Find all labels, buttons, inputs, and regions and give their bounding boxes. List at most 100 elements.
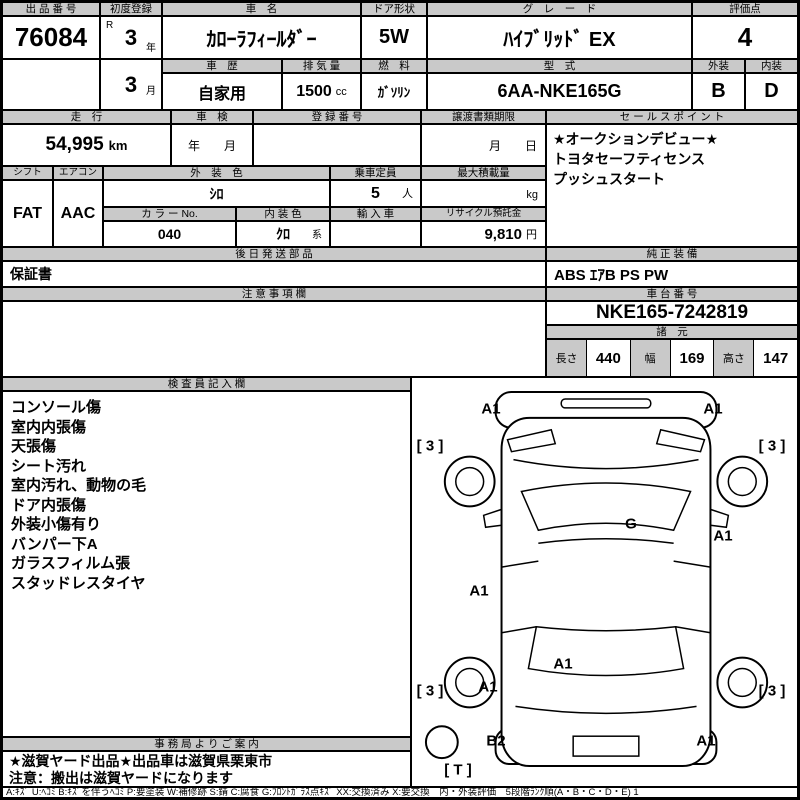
transfer-deadline-label: 譲渡書類期限 bbox=[421, 110, 546, 124]
auction-number-label: 出 品 番 号 bbox=[2, 2, 100, 16]
exterior-grade-value: B bbox=[692, 73, 745, 110]
later-parts-value: 保証書 bbox=[2, 261, 546, 287]
max-load-value-cell: kg bbox=[421, 180, 546, 207]
chassis-number-value: NKE165-7242819 bbox=[546, 301, 798, 325]
max-load-label: 最大積載量 bbox=[421, 166, 546, 180]
mileage-value: 54,995 bbox=[45, 134, 104, 155]
interior-color-value-cell: ｸﾛ 系 bbox=[236, 221, 330, 247]
caution-label: 注 意 事 項 欄 bbox=[2, 287, 546, 301]
damage-marker: B2 bbox=[486, 732, 506, 750]
sales-points-label: セ ー ル ス ポ イ ン ト bbox=[546, 110, 798, 124]
damage-marker: A1 bbox=[469, 582, 489, 600]
height-label: 高さ bbox=[714, 340, 755, 376]
damage-marker: [ 3 ] bbox=[758, 682, 786, 700]
model-code-value: 6AA-NKE165G bbox=[427, 73, 692, 110]
office-notice-label: 事 務 局 よ り ご 案 内 bbox=[2, 737, 411, 751]
mileage-label: 走 行 bbox=[2, 110, 171, 124]
evaluation-score-value: 4 bbox=[692, 16, 798, 59]
sales-point-line: ★オークションデビュー★ bbox=[553, 131, 719, 147]
door-shape-value: 5W bbox=[361, 16, 427, 59]
interior-grade-value: D bbox=[745, 73, 798, 110]
damage-marker: [ 3 ] bbox=[758, 437, 786, 455]
dimensions-label: 諸 元 bbox=[546, 325, 798, 339]
fuel-value: ｶﾞｿﾘﾝ bbox=[361, 73, 427, 110]
grade-label: グ レ ー ド bbox=[427, 2, 692, 16]
damage-marker: A1 bbox=[478, 678, 498, 696]
damage-marker: A1 bbox=[713, 527, 733, 545]
right-door-line-1 bbox=[673, 560, 711, 568]
first-registration-label: 初度登録 bbox=[100, 2, 162, 16]
inspector-notes-label: 検 査 員 記 入 欄 bbox=[2, 377, 411, 391]
left-headlight bbox=[506, 428, 557, 453]
sales-point-line: プッシュスタート bbox=[553, 171, 665, 187]
damage-marker: G bbox=[625, 515, 637, 533]
inspector-note-line: バンパー下A bbox=[11, 535, 98, 553]
dimensions-row: 長さ 440 幅 169 高さ 147 bbox=[546, 339, 798, 377]
inspector-note-line: シート汚れ bbox=[11, 457, 87, 475]
aircon-label: エアコン bbox=[53, 166, 103, 180]
damage-marker: A1 bbox=[703, 400, 723, 418]
hood-line bbox=[513, 458, 699, 470]
exterior-color-label: 外 装 色 bbox=[103, 166, 330, 180]
first-registration-month: 3 bbox=[124, 71, 138, 97]
import-car-label: 輸 入 車 bbox=[330, 207, 421, 221]
car-body bbox=[500, 416, 712, 768]
max-load-unit: kg bbox=[526, 189, 538, 201]
windshield bbox=[520, 482, 692, 532]
damage-marker: [ T ] bbox=[444, 761, 472, 779]
inspection-value: 年 月 bbox=[171, 124, 253, 166]
shift-label: シフト bbox=[2, 166, 53, 180]
inspection-label: 車 検 bbox=[171, 110, 253, 124]
office-notice-content: ★滋賀ヤード出品★出品車は滋賀県栗東市 注意：搬出は滋賀ヤードになります bbox=[2, 751, 411, 787]
car-name-label: 車 名 bbox=[162, 2, 361, 16]
year-unit: 年 bbox=[146, 43, 156, 54]
width-value: 169 bbox=[671, 340, 715, 376]
exterior-grade-label: 外装 bbox=[692, 59, 745, 73]
roof-front-line bbox=[538, 537, 674, 544]
right-headlight bbox=[655, 428, 706, 453]
inspector-note-line: コンソール傷 bbox=[11, 399, 102, 416]
interior-grade-label: 内装 bbox=[745, 59, 798, 73]
recycle-deposit-value: 9,810 bbox=[484, 225, 522, 243]
legend-bar: A:ｷｽﾞ U:ﾍｺﾐ B:ｷｽﾞを伴うﾍｺﾐ P:要塗装 W:補修跡 S:錆 … bbox=[2, 787, 798, 798]
car-name-value: ｶﾛｰﾗﾌｨｰﾙﾀﾞｰ bbox=[162, 16, 361, 59]
car-history-value: 自家用 bbox=[162, 73, 282, 110]
grade-value: ﾊｲﾌﾞﾘｯﾄﾞ EX bbox=[427, 16, 692, 59]
displacement-unit: cc bbox=[335, 85, 347, 98]
damage-marker: A1 bbox=[481, 400, 501, 418]
shift-value: FAT bbox=[2, 180, 53, 247]
era-letter: R bbox=[106, 20, 114, 31]
recycle-deposit-value-cell: 9,810 円 bbox=[421, 221, 546, 247]
right-door-line-2 bbox=[675, 626, 711, 634]
mileage-value-cell: 54,995 km bbox=[2, 124, 171, 166]
inspector-note-line: スタッドレスタイヤ bbox=[11, 574, 146, 592]
color-number-value: 040 bbox=[103, 221, 236, 247]
color-number-label: カ ラ ー No. bbox=[103, 207, 236, 221]
sales-point-line: トヨタセーフティセンス bbox=[553, 151, 706, 167]
inspector-note-line: 室内内張傷 bbox=[11, 418, 87, 436]
interior-color-suffix: 系 bbox=[312, 230, 322, 241]
fuel-label: 燃 料 bbox=[361, 59, 427, 73]
length-value: 440 bbox=[587, 340, 631, 376]
auction-number-empty-cell bbox=[2, 59, 100, 110]
trunk-line bbox=[515, 705, 697, 715]
capacity-value: 5 bbox=[371, 184, 380, 202]
capacity-value-cell: 5 人 bbox=[330, 180, 421, 207]
left-door-line-2 bbox=[501, 626, 537, 634]
capacity-unit: 人 bbox=[402, 188, 413, 200]
recycle-deposit-label: リサイクル預託金 bbox=[421, 207, 546, 221]
import-car-value bbox=[330, 221, 421, 247]
later-parts-label: 後 日 発 送 部 品 bbox=[2, 247, 546, 261]
left-door-line-1 bbox=[501, 560, 539, 568]
damage-marker: A1 bbox=[553, 655, 573, 673]
front-grille bbox=[560, 398, 652, 409]
capacity-label: 乗車定員 bbox=[330, 166, 421, 180]
length-label: 長さ bbox=[547, 340, 587, 376]
office-notice-line: ★滋賀ヤード出品★出品車は滋賀県栗東市 bbox=[9, 753, 273, 769]
exterior-color-value: ｼﾛ bbox=[103, 180, 330, 207]
transfer-deadline-value: 月 日 bbox=[421, 124, 546, 166]
equipment-label: 純 正 装 備 bbox=[546, 247, 798, 261]
car-top-view bbox=[424, 390, 769, 768]
